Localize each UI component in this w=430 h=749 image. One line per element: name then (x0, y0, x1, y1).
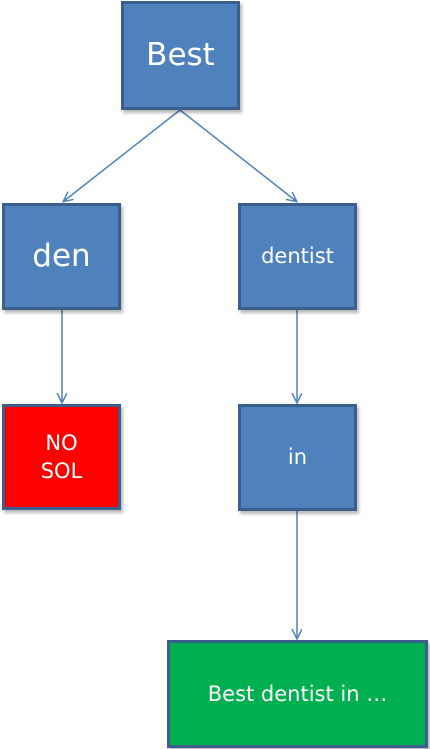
node-no-solution: NO SOL (2, 404, 121, 510)
node-no-solution-line-2: SOL (40, 459, 83, 483)
node-best: Best (121, 1, 240, 110)
node-in-label: in (287, 445, 308, 470)
node-result-label: Best dentist in … (207, 681, 388, 706)
node-dentist: dentist (238, 203, 357, 310)
edge-best-to-den (64, 109, 181, 201)
edge-best-to-dentist (179, 109, 296, 201)
node-den-label: den (32, 237, 91, 274)
node-no-solution-line-1: NO (45, 430, 78, 455)
node-best-label: Best (146, 36, 215, 73)
node-in: in (238, 404, 357, 511)
node-dentist-label: dentist (261, 244, 334, 269)
node-den: den (2, 203, 121, 310)
node-result: Best dentist in … (167, 640, 428, 748)
node-no-solution-label: NO SOL (41, 429, 83, 486)
